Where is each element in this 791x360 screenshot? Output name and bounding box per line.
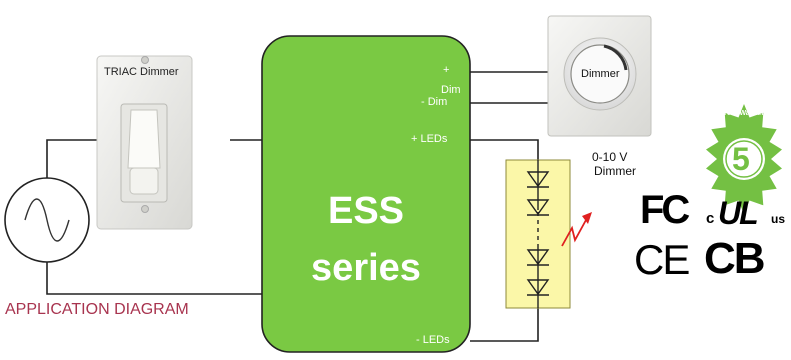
led-minus-terminal: - LEDs bbox=[416, 334, 450, 346]
application-diagram-caption: APPLICATION DIAGRAM bbox=[5, 301, 189, 318]
triac-dimmer-switch bbox=[96, 55, 193, 230]
led-plus-terminal: + LEDs bbox=[411, 133, 448, 145]
dimmer-knob-plate bbox=[547, 15, 652, 137]
wiring bbox=[46, 71, 548, 342]
dim-minus-terminal: - Dim bbox=[421, 96, 448, 108]
led-string bbox=[505, 159, 571, 309]
driver-name-line1: ESS bbox=[327, 190, 405, 232]
ul-us-mark: us bbox=[771, 212, 786, 226]
led-diode-icon bbox=[526, 279, 550, 296]
ce-logo: CE bbox=[634, 236, 690, 283]
led-diode-icon bbox=[526, 199, 550, 216]
dim-word-terminal: Dim bbox=[441, 84, 461, 96]
warranty-text: 5 Year Warranty bbox=[717, 110, 770, 117]
ess-driver-block bbox=[261, 35, 471, 353]
triac-dimmer-label: TRIAC Dimmer bbox=[104, 66, 179, 78]
dim-plus-terminal: + bbox=[443, 64, 450, 76]
warranty-badge-icon bbox=[706, 104, 782, 214]
led-diode-icon bbox=[526, 249, 550, 266]
dimmer-spec-line1: 0-10 V bbox=[592, 150, 628, 164]
ac-source-icon bbox=[4, 177, 90, 263]
dimmer-spec-line2: Dimmer bbox=[594, 164, 636, 178]
led-diode-icon bbox=[526, 171, 550, 188]
ul-c-mark: c bbox=[706, 210, 715, 227]
driver-name-line2: series bbox=[311, 247, 421, 289]
cb-logo: CB bbox=[704, 234, 766, 283]
dimmer-knob-label: Dimmer bbox=[581, 68, 620, 80]
warranty-number: 5 bbox=[732, 141, 750, 177]
fcc-logo: FC bbox=[640, 188, 690, 232]
light-emission-icon bbox=[561, 212, 592, 247]
ul-logo: UL bbox=[718, 195, 759, 231]
